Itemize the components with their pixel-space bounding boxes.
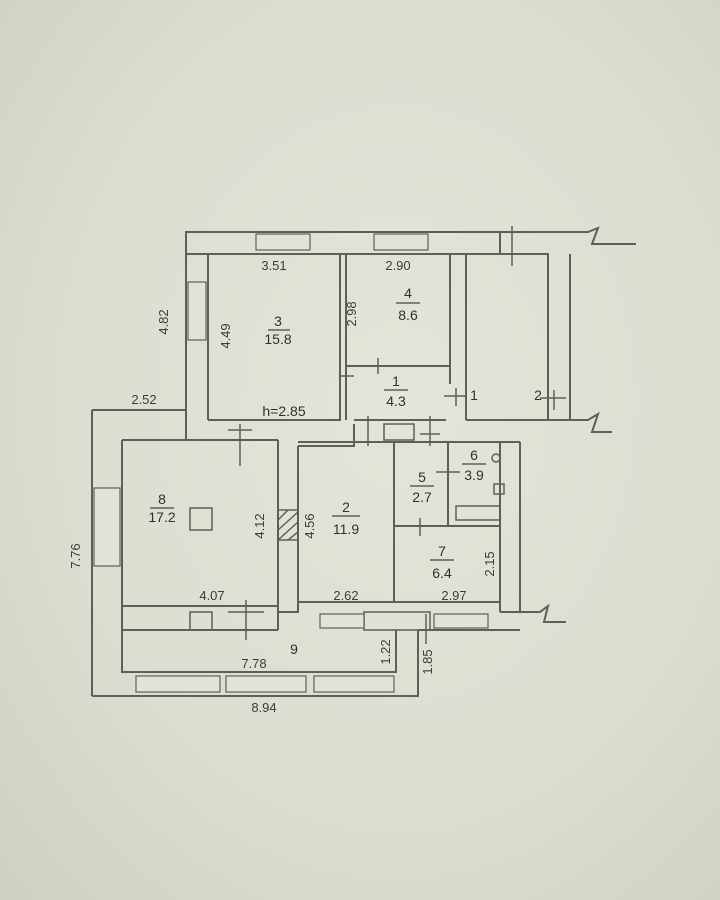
room-2-area: 11.9 — [333, 521, 359, 537]
dim-4-12: 4.12 — [252, 513, 267, 538]
room-1-area: 4.3 — [386, 393, 406, 409]
room-6-area: 3.9 — [464, 467, 484, 483]
outer-walls — [91, 226, 636, 697]
windows — [93, 233, 489, 693]
room-9-number: 9 — [290, 641, 298, 657]
room-8-number: 8 — [158, 491, 166, 507]
dim-4-56: 4.56 — [302, 513, 317, 538]
marker-2: 2 — [534, 387, 542, 403]
room-1-number: 1 — [392, 373, 400, 389]
toilet — [493, 483, 505, 495]
room-4-area: 8.6 — [398, 307, 418, 323]
dim-2-15: 2.15 — [482, 551, 497, 576]
room-3-area: 15.8 — [264, 331, 291, 347]
room-5-area: 2.7 — [412, 489, 432, 505]
dim-7-78: 7.78 — [241, 656, 266, 671]
dim-4-07: 4.07 — [199, 588, 224, 603]
sink — [491, 453, 501, 463]
dimension-labels: 3.51 2.90 4.82 4.49 2.98 2.52 7.76 4.12 … — [68, 258, 497, 715]
ceiling-height: h=2.85 — [262, 403, 305, 419]
dim-2-52: 2.52 — [131, 392, 156, 407]
room-2-number: 2 — [342, 499, 350, 515]
dim-2-97: 2.97 — [441, 588, 466, 603]
room-labels: 3 15.8 4 8.6 1 4.3 8 17.2 2 11.9 5 2.7 6… — [148, 285, 542, 657]
door-marks — [228, 226, 566, 644]
dim-4-82: 4.82 — [156, 309, 171, 334]
room-5-number: 5 — [418, 469, 426, 485]
room-3-number: 3 — [274, 313, 282, 329]
room-4-number: 4 — [404, 285, 412, 301]
bathtub — [455, 505, 501, 521]
dim-2-98: 2.98 — [344, 301, 359, 326]
dim-1-22: 1.22 — [378, 639, 393, 664]
room-8-area: 17.2 — [148, 509, 175, 525]
room-7-area: 6.4 — [432, 565, 452, 581]
column-square — [189, 507, 213, 531]
marker-1: 1 — [470, 387, 478, 403]
dim-7-76: 7.76 — [68, 543, 83, 568]
dim-4-49: 4.49 — [218, 323, 233, 348]
dim-2-62: 2.62 — [333, 588, 358, 603]
room-7-number: 7 — [438, 543, 446, 559]
dim-1-85: 1.85 — [420, 649, 435, 674]
room-6-number: 6 — [470, 447, 478, 463]
dim-8-94: 8.94 — [251, 700, 276, 715]
dim-2-90: 2.90 — [385, 258, 410, 273]
dim-3-51: 3.51 — [261, 258, 286, 273]
